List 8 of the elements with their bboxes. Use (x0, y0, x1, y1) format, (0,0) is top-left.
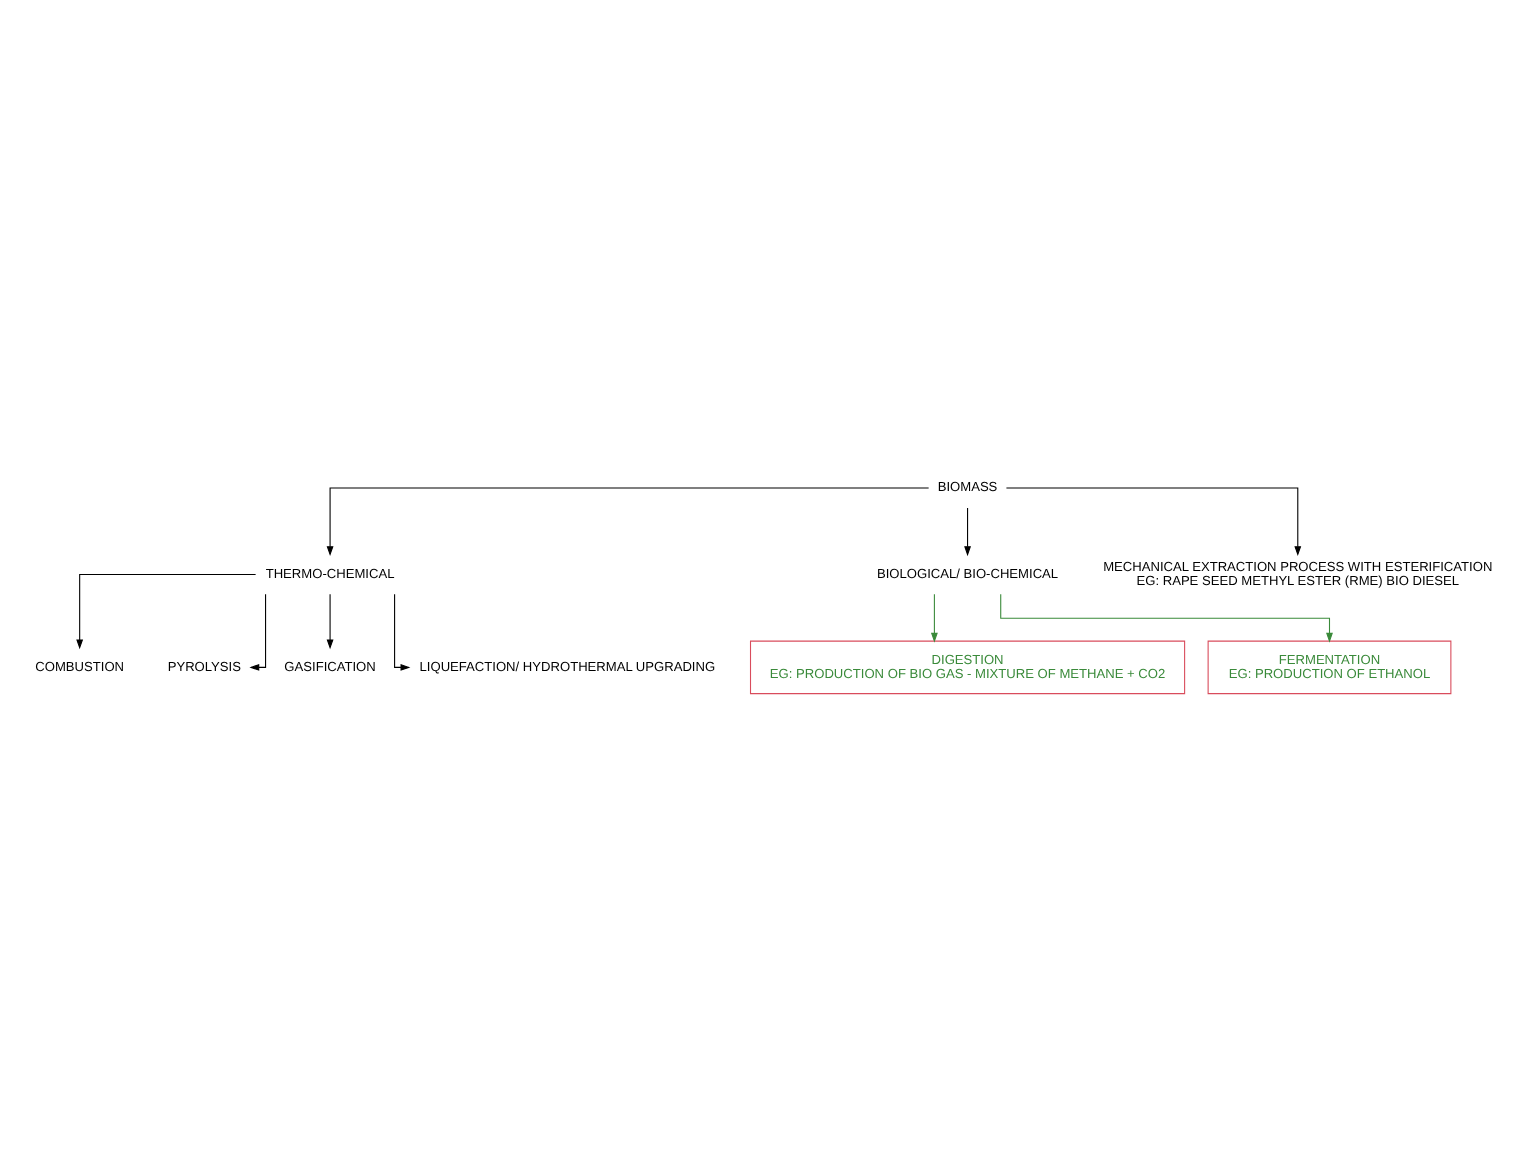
arrow (930, 592, 938, 642)
arrow (326, 486, 930, 556)
arrow (964, 506, 971, 556)
arrow (394, 592, 411, 670)
arrow (76, 572, 257, 649)
arrow (1005, 486, 1302, 556)
arrow (326, 592, 334, 649)
arrow (249, 592, 267, 670)
